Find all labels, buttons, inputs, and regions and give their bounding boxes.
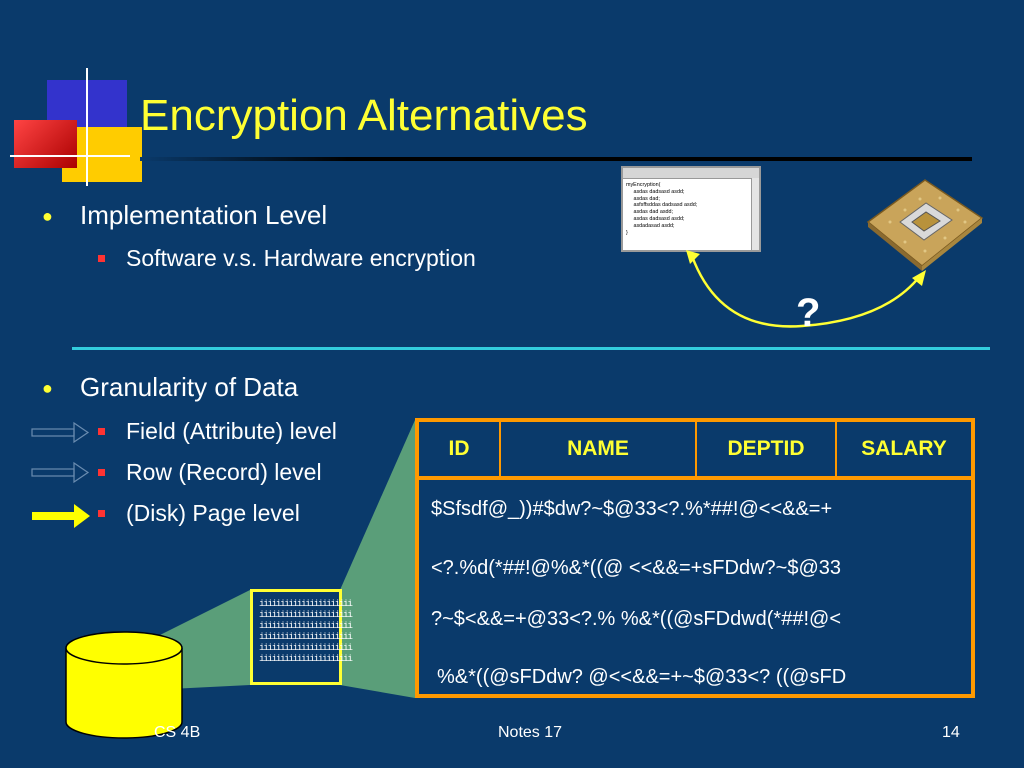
bullet-text: Implementation Level xyxy=(80,200,328,230)
logo-horizontal-line xyxy=(10,155,130,157)
sub-bullet-text: Field (Attribute) level xyxy=(126,418,337,444)
column-header-name: NAME xyxy=(501,422,697,476)
code-line: asdas dadsasd asdd; xyxy=(633,188,685,195)
table-header: ID NAME DEPTID SALARY xyxy=(419,422,971,480)
title-underline xyxy=(140,157,972,161)
code-line: myEncryption( xyxy=(626,182,661,188)
bullet-implementation-level: ● Implementation Level xyxy=(42,200,328,231)
table-row: ?~$<&&=+@33<?.% %&*((@sFDdwd(*##!@< xyxy=(431,608,841,630)
logo-red-square xyxy=(14,120,77,168)
disk-page-icon: iiiiiiiiiiiiiiiiiiiiii iiiiiiiiiiiiiiiii… xyxy=(250,589,353,685)
logo-vertical-line xyxy=(86,68,88,186)
filled-arrow-icon xyxy=(32,504,90,528)
slide-title: Encryption Alternatives xyxy=(140,91,588,140)
column-header-deptid: DEPTID xyxy=(697,422,837,476)
sub-bullet-field-level: Field (Attribute) level xyxy=(98,418,337,445)
code-line: asdas dad asdd; xyxy=(633,209,674,216)
table-row: $Sfsdf@_))#$dw?~$@33<?.%*##!@<<&&=+ xyxy=(431,498,833,520)
column-header-salary: SALARY xyxy=(861,437,947,460)
bullet-granularity-of-data: ● Granularity of Data xyxy=(42,372,299,403)
disk-page-text: iiiiiiiiiiiiiiiiiiiiii iiiiiiiiiiiiiiiii… xyxy=(259,598,353,664)
code-line: asdas dadsasd asdd; xyxy=(633,215,685,222)
database-cylinder-icon xyxy=(65,631,183,739)
code-line: } xyxy=(626,229,628,236)
bullet-square-icon xyxy=(98,255,105,262)
sub-bullet-software-hardware: Software v.s. Hardware encryption xyxy=(98,245,476,272)
section-divider xyxy=(72,347,990,350)
outline-arrow-icon xyxy=(31,461,90,484)
column-header-id: ID xyxy=(419,422,501,476)
footer-center: Notes 17 xyxy=(498,724,563,741)
bullet-square-icon xyxy=(98,469,105,476)
code-window: myEncryption( asdas dadsasd asdd; asdas … xyxy=(621,166,761,252)
sub-bullet-text: (Disk) Page level xyxy=(126,500,300,526)
bullet-dot-icon: ● xyxy=(42,206,53,226)
sub-bullet-row-level: Row (Record) level xyxy=(98,459,322,486)
footer-left: CS 4B xyxy=(154,724,201,741)
window-scrollbar xyxy=(751,178,759,250)
bullet-text: Granularity of Data xyxy=(80,372,299,402)
cpu-chip-icon xyxy=(866,179,984,271)
bullet-dot-icon: ● xyxy=(42,378,53,398)
outline-arrow-icon xyxy=(31,421,90,444)
sub-bullet-page-level: (Disk) Page level xyxy=(98,500,300,527)
sub-bullet-text: Row (Record) level xyxy=(126,459,322,485)
comparison-arrow-icon xyxy=(686,250,926,328)
question-mark: ? xyxy=(796,291,821,335)
encrypted-table: ID NAME DEPTID SALARY $Sfsdf@_))#$dw?~$@… xyxy=(415,418,975,698)
table-row: <?.%d(*##!@%&*((@ <<&&=+sFDdw?~$@33 xyxy=(431,557,841,579)
code-text: myEncryption( asdas dadsasd asdd; asdas … xyxy=(626,182,697,236)
code-line: asdas dad; xyxy=(633,195,660,202)
sub-bullet-text: Software v.s. Hardware encryption xyxy=(126,245,476,271)
window-title-bar xyxy=(623,168,759,179)
table-row: %&*((@sFDdw? @<<&&=+~$@33<? ((@sFD xyxy=(437,666,847,688)
bullet-square-icon xyxy=(98,428,105,435)
pointer-arrows xyxy=(31,421,90,528)
slide-number: 14 xyxy=(942,724,960,741)
bullet-square-icon xyxy=(98,510,105,517)
code-line: asfsffsddas dadsasd asdd; xyxy=(633,202,698,209)
code-line: asdadasad asdd; xyxy=(633,222,675,229)
